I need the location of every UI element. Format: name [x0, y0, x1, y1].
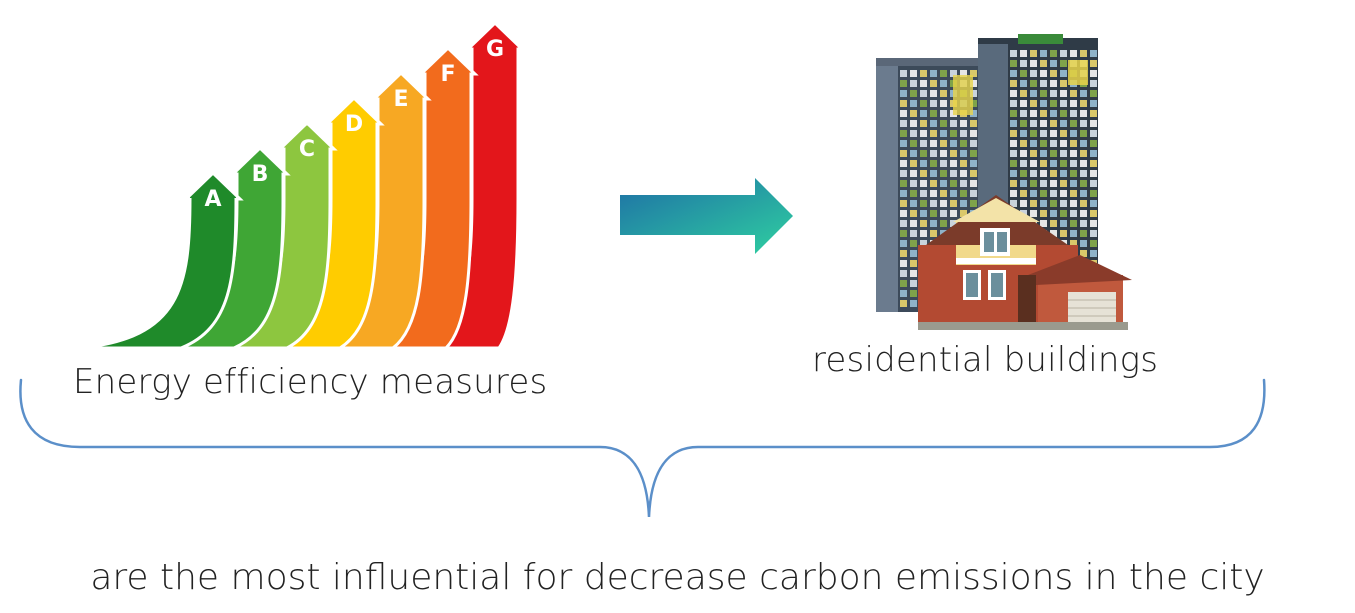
energy-efficiency-caption: Energy efficiency measures: [73, 362, 548, 402]
grade-letter-a: A: [204, 187, 221, 212]
grade-letter-c: C: [299, 137, 315, 162]
conclusion-text: are the most influential for decrease ca…: [90, 557, 1265, 598]
grade-letter-e: E: [393, 87, 408, 112]
residential-buildings-caption: residential buildings: [812, 340, 1159, 380]
grade-letter-f: F: [440, 62, 455, 87]
residential-buildings-image: [876, 34, 1132, 330]
energy-efficiency-graphic: G F E D C B A: [79, 20, 526, 350]
grouping-brace: [19, 378, 1266, 518]
grade-letter-b: B: [252, 162, 269, 187]
house: [918, 195, 1132, 330]
grade-arrow-a: [79, 170, 244, 350]
grade-letter-d: D: [345, 112, 363, 137]
grade-letter-g: G: [486, 37, 504, 62]
right-arrow-icon: [620, 178, 793, 254]
